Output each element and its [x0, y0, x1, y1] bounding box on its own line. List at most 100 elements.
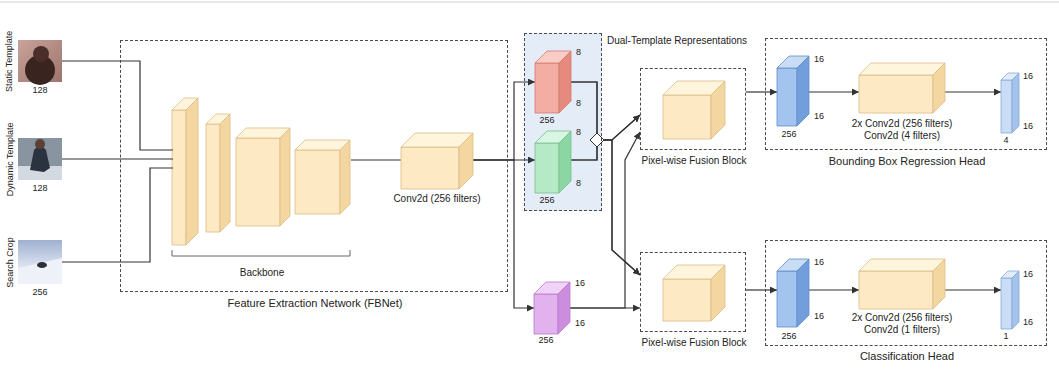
dimension-label: 16	[814, 311, 824, 322]
cuboid-front	[663, 95, 711, 139]
cuboid-shape	[1001, 73, 1019, 133]
cuboid-shape	[859, 259, 945, 309]
cuboid-shape	[534, 282, 570, 334]
cuboid-front	[859, 271, 933, 309]
flow-connector	[473, 82, 535, 160]
dimension-label: 16	[1023, 317, 1033, 328]
block-label: Pixel-wise Fusion Block	[641, 155, 746, 167]
feature-map: 88256	[535, 131, 571, 193]
cuboid-front	[777, 68, 797, 126]
cuboid-shape	[859, 63, 945, 113]
dimension-label: 16	[575, 318, 585, 329]
backbone-bracket	[172, 250, 350, 256]
flow-connector	[571, 140, 640, 275]
dimension-label: 8	[576, 178, 581, 189]
block-front	[206, 124, 220, 232]
flow-connector	[62, 158, 173, 159]
block-label: Backbone	[240, 267, 284, 279]
dimension-label: 256	[781, 331, 796, 342]
flow-connector	[746, 91, 777, 92]
cuboid-front	[859, 75, 933, 113]
static-template-photo	[18, 40, 62, 85]
dynamic-template-photo	[18, 138, 62, 180]
cuboid-shape	[777, 259, 809, 327]
dimension-label: 128	[32, 183, 47, 194]
flow-connector	[571, 82, 640, 275]
dimension-label: 16	[575, 278, 585, 289]
block-label: 2x Conv2d (256 filters) Conv2d (4 filter…	[837, 118, 967, 142]
cuboid-top	[859, 259, 945, 271]
template-frame: Dual-Template Representations8825688256	[524, 33, 602, 211]
feature-map: 1616256	[777, 259, 809, 327]
cuboid-front	[1001, 278, 1012, 329]
cuboid-side	[711, 81, 725, 139]
dimension-label: 256	[539, 195, 554, 206]
dual-template-ground	[524, 33, 602, 211]
cuboid-shape	[535, 51, 571, 113]
cuboid-front	[534, 294, 558, 334]
block-front	[295, 150, 340, 214]
dimension-label: 256	[538, 335, 553, 346]
flow-connector	[570, 307, 640, 308]
cuboid-side	[1012, 271, 1019, 329]
cuboid-side	[797, 259, 809, 327]
backbone-blocks	[172, 98, 350, 245]
photo-figure	[37, 262, 47, 268]
input-image: Search Crop256	[18, 240, 62, 284]
flow-connector	[809, 289, 859, 290]
flow-connector	[571, 115, 640, 160]
conv-block: 2x Conv2d (256 filters) Conv2d (4 filter…	[859, 63, 945, 113]
cuboid-top	[859, 63, 945, 75]
cuboid-side	[933, 259, 945, 309]
photo-slope	[18, 258, 62, 284]
dimension-label: 128	[32, 85, 47, 96]
dimension-label: 8	[576, 47, 581, 58]
flow-connector	[351, 159, 401, 160]
cuboid-shape	[777, 56, 809, 126]
dimension-label: 1	[1003, 331, 1008, 342]
feature-map: 88256	[535, 51, 571, 113]
output-map: 16164	[1001, 73, 1019, 133]
block-front	[172, 110, 186, 245]
block-label: Conv2d (256 filters)	[393, 193, 480, 205]
flow-connector	[945, 91, 1001, 92]
input-image: Static Template128	[18, 40, 62, 82]
cuboid-side	[559, 51, 571, 113]
cuboid-front	[535, 143, 559, 193]
input-label: Static Template	[5, 30, 16, 91]
photo-figure-head	[33, 46, 49, 62]
head-frame: Classification Head16162562x Conv2d (256…	[765, 240, 1047, 346]
photo-ground	[18, 138, 62, 180]
cuboid-side	[933, 63, 945, 113]
dimension-label: 16	[1023, 121, 1033, 132]
cuboid-shape	[535, 131, 571, 193]
cuboid-shape	[663, 265, 725, 321]
cuboid-front	[663, 279, 711, 321]
dimension-label: 16	[814, 257, 824, 268]
block-front	[236, 138, 280, 226]
flow-connector	[62, 61, 173, 150]
dimension-label: 256	[539, 115, 554, 126]
input-label: Search Crop	[5, 237, 16, 288]
cuboid-front	[1001, 80, 1012, 133]
block-label: Dual-Template Representations	[607, 35, 747, 47]
cuboid-side	[711, 265, 725, 321]
dimension-label: 256	[32, 287, 47, 298]
backbone-stack: Backbone	[173, 96, 351, 246]
dimension-label: 16	[1023, 71, 1033, 82]
flow-connector	[571, 82, 640, 140]
flow-connector	[945, 289, 1001, 290]
feature-map: 1616256	[534, 282, 570, 334]
fusion-block: Pixel-wise Fusion Block	[640, 68, 746, 150]
conv-block: Conv2d (256 filters)	[401, 133, 473, 189]
block-label: Pixel-wise Fusion Block	[641, 337, 746, 349]
flow-connector	[570, 132, 640, 308]
photo-figure-head	[35, 139, 45, 149]
dimension-label: 8	[576, 127, 581, 138]
top-rule	[0, 2, 1059, 3]
block-label: Classification Head	[860, 350, 954, 363]
cuboid-side	[797, 56, 809, 126]
photo-ground	[18, 240, 62, 284]
dimension-label: 16	[814, 54, 824, 65]
fusion-block: Pixel-wise Fusion Block	[640, 252, 746, 332]
